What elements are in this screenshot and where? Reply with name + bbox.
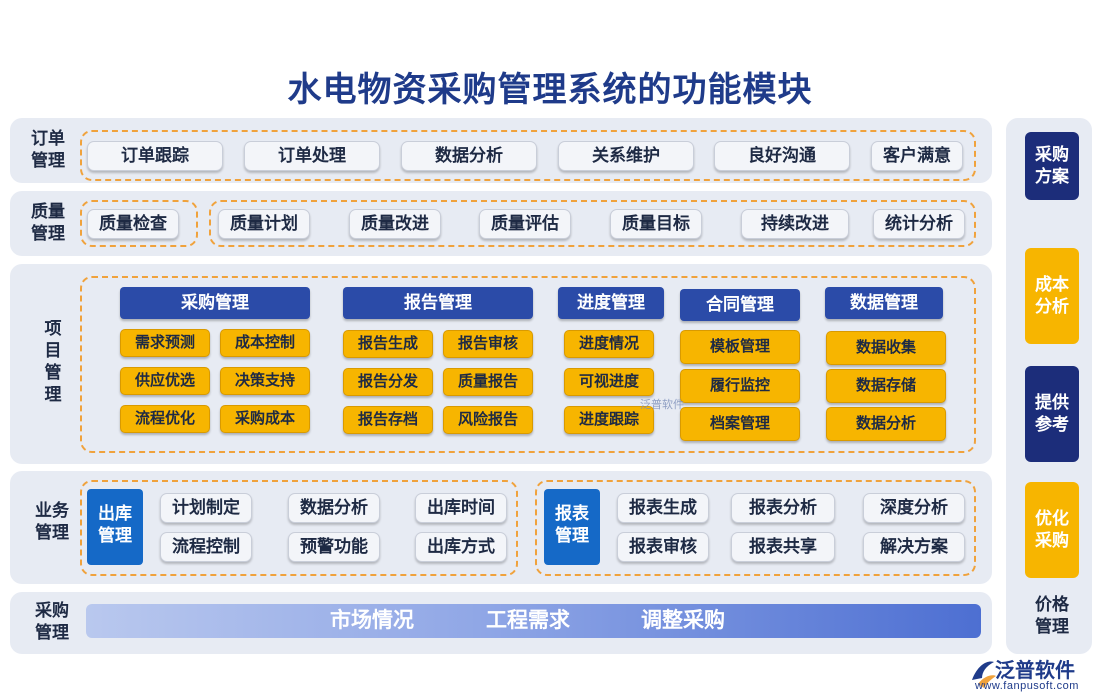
quality-label: 质量 管理 xyxy=(31,202,65,243)
quality-item[interactable]: 质量计划 xyxy=(218,209,310,239)
schedule-mgmt-item[interactable]: 进度跟踪 xyxy=(564,406,654,434)
data-mgmt-item[interactable]: 数据分析 xyxy=(826,407,946,441)
page-title: 水电物资采购管理系统的功能模块 xyxy=(287,71,813,109)
report-item[interactable]: 深度分析 xyxy=(863,493,965,523)
order-label: 订单 管理 xyxy=(31,129,65,170)
procurement-mgmt-header: 采购管理 xyxy=(120,287,310,319)
order-item[interactable]: 客户满意 xyxy=(871,141,963,171)
procurement-bar xyxy=(86,604,981,638)
procurement-bar-item: 市场情况 xyxy=(330,609,414,632)
report-item[interactable]: 报表生成 xyxy=(617,493,709,523)
report-mgmt-item[interactable]: 报告生成 xyxy=(343,330,433,358)
report-mgmt-item[interactable]: 报告存档 xyxy=(343,406,433,434)
report-mgmt-item[interactable]: 报告分发 xyxy=(343,368,433,396)
data-mgmt-item[interactable]: 数据收集 xyxy=(826,331,946,365)
project-dashed-group xyxy=(80,276,976,453)
side-item-optimize-procurement[interactable]: 优化 采购 xyxy=(1025,482,1079,578)
report-item[interactable]: 解决方案 xyxy=(863,532,965,562)
order-item[interactable]: 数据分析 xyxy=(401,141,537,171)
project-label: 项 目 管 理 xyxy=(44,319,62,404)
outbound-dashed-group xyxy=(80,480,518,576)
contract-mgmt-header: 合同管理 xyxy=(680,289,800,321)
fanpu-logo-icon xyxy=(972,661,996,688)
side-item-procurement-plan[interactable]: 采购 方案 xyxy=(1025,132,1079,200)
quality-item[interactable]: 质量目标 xyxy=(610,209,702,239)
outbound-mgmt-box: 出库 管理 xyxy=(87,489,143,565)
contract-mgmt-item[interactable]: 履行监控 xyxy=(680,369,800,403)
quality-item[interactable]: 统计分析 xyxy=(873,209,965,239)
procurement-mgmt-item[interactable]: 采购成本 xyxy=(220,405,310,433)
schedule-mgmt-header: 进度管理 xyxy=(558,287,664,319)
quality-item[interactable]: 质量改进 xyxy=(349,209,441,239)
procurement-mgmt-item[interactable]: 流程优化 xyxy=(120,405,210,433)
business-label: 业务 管理 xyxy=(35,501,69,542)
quality-item[interactable]: 持续改进 xyxy=(741,209,849,239)
data-mgmt-header: 数据管理 xyxy=(825,287,943,319)
report-item[interactable]: 报表审核 xyxy=(617,532,709,562)
side-item-provide-reference[interactable]: 提供 参考 xyxy=(1025,366,1079,462)
report-item[interactable]: 报表分析 xyxy=(731,493,835,523)
report-item[interactable]: 报表共享 xyxy=(731,532,835,562)
logo-url: www.fanpusoft.com xyxy=(975,680,1079,692)
report-mgmt-header: 报告管理 xyxy=(343,287,533,319)
procurement-mgmt-item[interactable]: 供应优选 xyxy=(120,367,210,395)
quality-check-item[interactable]: 质量检查 xyxy=(87,209,179,239)
report-mgmt-item[interactable]: 风险报告 xyxy=(443,406,533,434)
schedule-mgmt-item[interactable]: 可视进度 xyxy=(564,368,654,396)
order-item[interactable]: 良好沟通 xyxy=(714,141,850,171)
report-mgmt-box: 报表 管理 xyxy=(544,489,600,565)
outbound-item[interactable]: 预警功能 xyxy=(288,532,380,562)
outbound-item[interactable]: 流程控制 xyxy=(160,532,252,562)
procurement-mgmt-item[interactable]: 决策支持 xyxy=(220,367,310,395)
outbound-item[interactable]: 出库时间 xyxy=(415,493,507,523)
outbound-item[interactable]: 计划制定 xyxy=(160,493,252,523)
order-item[interactable]: 订单处理 xyxy=(244,141,380,171)
quality-check-group xyxy=(80,200,198,247)
business-band xyxy=(10,471,992,584)
logo-name: 泛普软件 xyxy=(995,660,1075,682)
side-item-cost-analysis[interactable]: 成本 分析 xyxy=(1025,248,1079,344)
outbound-item[interactable]: 出库方式 xyxy=(415,532,507,562)
order-dashed-group xyxy=(80,130,976,181)
report-mgmt-item[interactable]: 报告审核 xyxy=(443,330,533,358)
report-mgmt-item[interactable]: 质量报告 xyxy=(443,368,533,396)
procurement-bar-item: 工程需求 xyxy=(486,609,570,632)
contract-mgmt-item[interactable]: 模板管理 xyxy=(680,330,800,364)
order-item[interactable]: 关系维护 xyxy=(558,141,694,171)
contract-mgmt-item[interactable]: 档案管理 xyxy=(680,407,800,441)
side-price-management: 价格 管理 xyxy=(1035,595,1069,636)
procurement-mgmt-item[interactable]: 成本控制 xyxy=(220,329,310,357)
procurement-label: 采购 管理 xyxy=(35,601,69,642)
quality-dashed-group xyxy=(209,200,976,247)
procurement-bar-item: 调整采购 xyxy=(641,609,725,632)
data-mgmt-item[interactable]: 数据存储 xyxy=(826,369,946,403)
outbound-item[interactable]: 数据分析 xyxy=(288,493,380,523)
quality-item[interactable]: 质量评估 xyxy=(479,209,571,239)
watermark: 泛普软件 xyxy=(640,399,684,411)
order-item[interactable]: 订单跟踪 xyxy=(87,141,223,171)
procurement-mgmt-item[interactable]: 需求预测 xyxy=(120,329,210,357)
schedule-mgmt-item[interactable]: 进度情况 xyxy=(564,330,654,358)
report-dashed-group xyxy=(535,480,976,576)
